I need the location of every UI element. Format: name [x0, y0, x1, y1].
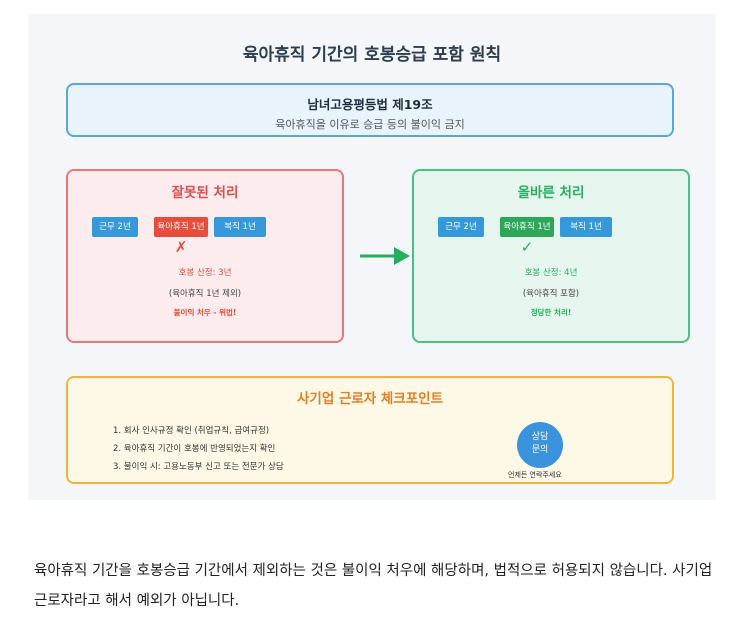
right-handling-card: 올바른 처리 근무 2년 육아휴직 1년 복직 1년 ✓ 호봉 산정: 4년 (…: [412, 169, 690, 343]
wrong-handling-card: 잘못된 처리 근무 2년 육아휴직 1년 복직 1년 ✗ 호봉 산정: 3년 (…: [66, 169, 344, 343]
right-calc: 호봉 산정: 4년: [524, 268, 578, 278]
consult-button[interactable]: 상담 문의: [517, 422, 563, 468]
checkpoint-item: 1. 회사 인사규정 확인 (취업규칙, 급여규정): [113, 426, 270, 436]
right-note: (육아휴직 포함): [522, 289, 580, 299]
consult-note: 언제든 연락주세요: [508, 471, 562, 479]
wrong-verdict: 불이익 처우 - 위법!: [173, 308, 237, 317]
consult-label-1: 상담: [531, 432, 549, 442]
tag-work: 근무 2년: [92, 217, 138, 237]
footer-paragraph: 육아휴직 기간을 호봉승급 기간에서 제외하는 것은 불이익 처우에 해당하며,…: [34, 563, 713, 609]
diagram-panel: 육아휴직 기간의 호봉승급 포함 원칙 남녀고용평등법 제19조 육아휴직을 이…: [28, 14, 716, 500]
wrong-card-title: 잘못된 처리: [171, 185, 239, 201]
right-card-title: 올바른 처리: [517, 185, 585, 201]
consult-label-2: 문의: [531, 445, 549, 455]
diagram-title: 육아휴직 기간의 호봉승급 포함 원칙: [242, 45, 502, 65]
x-mark-icon: ✗: [174, 238, 188, 256]
wrong-note: (육아휴직 1년 제외): [168, 289, 242, 299]
right-verdict: 정당한 처리!: [530, 308, 572, 317]
tag-leave: 육아휴직 1년: [500, 217, 554, 237]
checkpoint-item: 2. 육아휴직 기간이 호봉에 반영되었는지 확인: [113, 444, 276, 454]
law-box: 남녀고용평등법 제19조 육아휴직을 이유로 승급 등의 불이익 금지: [66, 83, 674, 137]
tag-work: 근무 2년: [438, 217, 484, 237]
law-title: 남녀고용평등법 제19조: [307, 97, 433, 112]
checkpoint-item: 3. 불이익 시: 고용노동부 신고 또는 전문가 상담: [113, 462, 284, 472]
check-mark-icon: ✓: [520, 238, 534, 256]
arrow-right-icon: [360, 247, 410, 265]
tag-return: 복직 1년: [214, 217, 266, 237]
law-subtitle: 육아휴직을 이유로 승급 등의 불이익 금지: [275, 118, 465, 131]
checkpoint-box: 사기업 근로자 체크포인트 1. 회사 인사규정 확인 (취업규칙, 급여규정)…: [66, 376, 674, 484]
tag-return: 복직 1년: [560, 217, 612, 237]
checkpoint-title: 사기업 근로자 체크포인트: [296, 391, 444, 407]
wrong-calc: 호봉 산정: 3년: [178, 268, 232, 278]
tag-leave: 육아휴직 1년: [154, 217, 208, 237]
